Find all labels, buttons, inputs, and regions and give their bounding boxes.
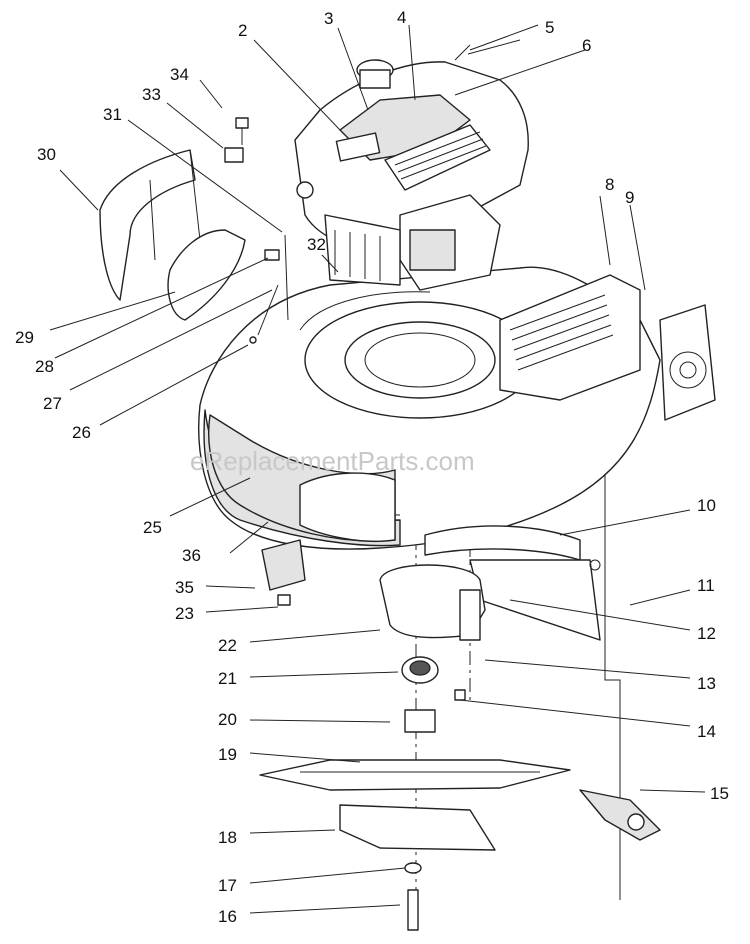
grass-bag-frame [99,149,246,321]
callout-9: 9 [625,188,634,207]
discharge-baffle [499,274,641,401]
callout-4: 4 [397,8,406,27]
callout-26: 26 [72,423,91,442]
callout-18: 18 [218,828,237,847]
callout-14: 14 [697,722,716,741]
callout-6: 6 [582,36,591,55]
callout-21: 21 [218,669,237,688]
callout-10: 10 [697,496,716,515]
callout-25: 25 [143,518,162,537]
rear-cover [579,789,661,841]
watermark: eReplacementParts.com [190,446,475,476]
callout-13: 13 [697,674,716,693]
callout-33: 33 [142,85,161,104]
callout-11: 11 [697,576,715,595]
callout-27: 27 [43,394,62,413]
engine-assembly [294,39,529,291]
callout-5: 5 [545,18,554,37]
callout-35: 35 [175,578,194,597]
height-adjust-plate [659,304,716,421]
callout-29: 29 [15,328,34,347]
callout-20: 20 [218,710,237,729]
callout-30: 30 [37,145,56,164]
rear-discharge-flap [208,414,396,543]
leader-lines [49,24,706,914]
callout-31: 31 [103,105,122,124]
callout-36: 36 [182,546,201,565]
callout-28: 28 [35,357,54,376]
callout-17: 17 [218,876,237,895]
callout-16: 16 [218,907,237,926]
blade-adapter-assembly [261,539,486,733]
callout-32: 32 [307,235,326,254]
callout-22: 22 [218,636,237,655]
callout-15: 15 [710,784,729,803]
callout-19: 19 [218,745,237,764]
cutting-blades [259,759,571,931]
callout-12: 12 [697,624,716,643]
callout-8: 8 [605,175,614,194]
callout-2: 2 [238,21,247,40]
callout-23: 23 [175,604,194,623]
callout-3: 3 [324,9,333,28]
callout-34: 34 [170,65,189,84]
mulch-plug-hardware [224,117,289,344]
callout-labels: 2 3 4 5 6 8 9 10 11 12 13 14 15 16 17 18… [15,8,729,926]
